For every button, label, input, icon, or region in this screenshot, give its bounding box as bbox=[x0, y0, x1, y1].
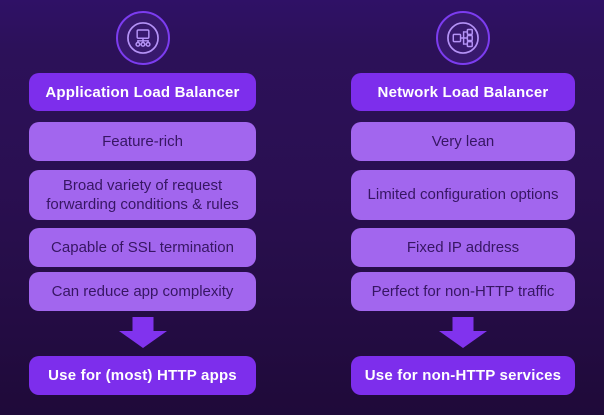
alb-feature-item-2: Broad variety of request forwarding cond… bbox=[29, 170, 256, 220]
alb-feature-item-1: Feature-rich bbox=[29, 122, 256, 161]
alb-conclusion-box: Use for (most) HTTP apps bbox=[29, 356, 256, 395]
nlb-conclusion-box: Use for non-HTTP services bbox=[351, 356, 575, 395]
down-arrow-icon bbox=[439, 317, 487, 348]
nlb-header: Network Load Balancer bbox=[351, 73, 575, 111]
down-arrow-icon bbox=[118, 317, 167, 348]
server-distribution-icon bbox=[126, 22, 159, 54]
network-targets-icon bbox=[447, 22, 479, 54]
alb-feature-item-3: Capable of SSL termination bbox=[29, 228, 256, 267]
nlb-icon-circle bbox=[436, 11, 490, 65]
alb-arrow-wrap bbox=[118, 317, 167, 348]
alb-icon-circle bbox=[115, 11, 170, 65]
nlb-column: Network Load Balancer Very lean Limited … bbox=[351, 0, 575, 395]
nlb-feature-item-4: Perfect for non-HTTP traffic bbox=[351, 272, 575, 311]
nlb-arrow-wrap bbox=[439, 317, 487, 348]
nlb-feature-item-2: Limited configuration options bbox=[351, 170, 575, 220]
alb-column: Application Load Balancer Feature-rich B… bbox=[29, 0, 256, 395]
nlb-feature-item-1: Very lean bbox=[351, 122, 575, 161]
alb-header: Application Load Balancer bbox=[29, 73, 256, 111]
nlb-feature-item-3: Fixed IP address bbox=[351, 228, 575, 267]
alb-feature-item-4: Can reduce app complexity bbox=[29, 272, 256, 311]
